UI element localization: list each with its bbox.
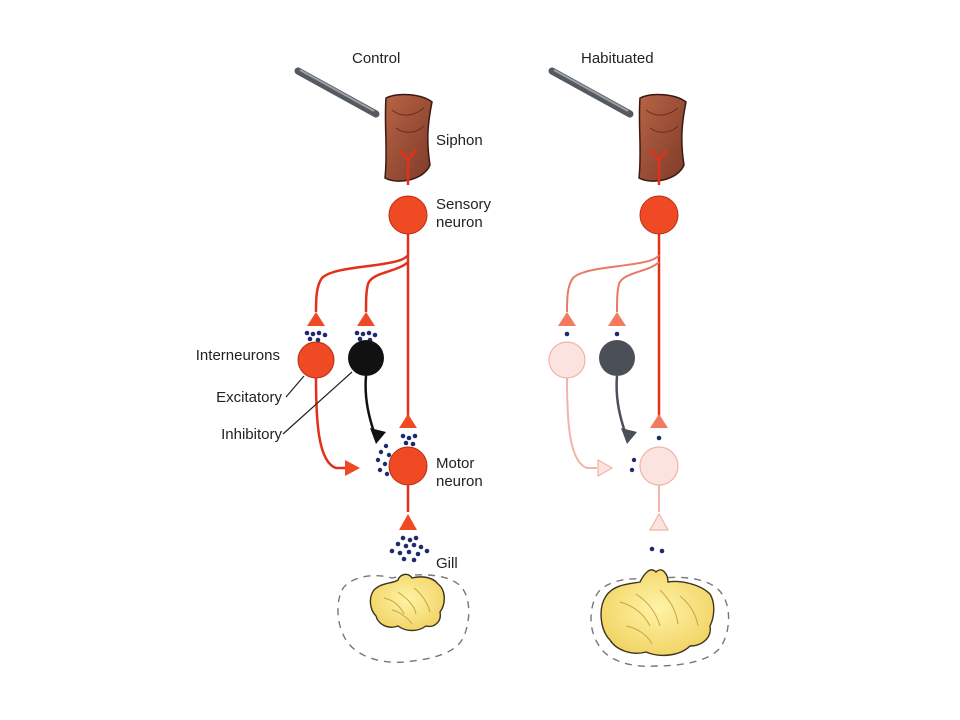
- label-leader-lines: [282, 371, 353, 435]
- control-inhibitory-interneuron: [348, 340, 384, 376]
- control-sensory-neuron: [388, 195, 428, 235]
- control-transmitter-dots-gill: [389, 535, 430, 563]
- habituated-probe: [548, 67, 634, 118]
- control-siphon: [384, 93, 433, 182]
- habituated-motor-neuron: [639, 446, 679, 486]
- control-probe: [294, 67, 380, 118]
- habituated-title: Habituated: [581, 50, 654, 67]
- control-panel: [294, 67, 470, 663]
- control-excitatory-interneuron: [297, 341, 335, 379]
- gill-label: Gill: [436, 555, 458, 572]
- interneurons-label: Interneurons: [195, 347, 280, 364]
- motor-neuron-label-line2: neuron: [436, 473, 483, 490]
- habituated-transmitter-dots-interneurons: [564, 331, 620, 337]
- habituated-sensory-neuron: [639, 195, 679, 235]
- sensory-neuron-label-line1: Sensory: [436, 196, 492, 213]
- motor-neuron-label: Motor neuron: [436, 455, 483, 491]
- inhibitory-label: Inhibitory: [221, 426, 282, 443]
- control-gill-outline: [337, 574, 470, 663]
- habituated-transmitter-dots-gill: [649, 546, 665, 554]
- control-transmitter-dots-motor: [375, 433, 418, 477]
- habituated-gill-outline: [590, 576, 730, 667]
- control-title: Control: [352, 50, 401, 67]
- siphon-label: Siphon: [436, 132, 483, 149]
- habituated-inhibitory-interneuron: [599, 340, 635, 376]
- habituated-gill: [600, 569, 715, 657]
- habituated-transmitter-dots-motor: [629, 435, 662, 473]
- excitatory-label: Excitatory: [216, 389, 282, 406]
- control-gill: [369, 573, 445, 632]
- sensory-neuron-label-line2: neuron: [436, 214, 483, 231]
- habituated-panel: [548, 67, 730, 667]
- control-motor-neuron: [388, 446, 428, 486]
- habituated-siphon: [638, 93, 687, 182]
- habituated-excitatory-interneuron: [548, 341, 586, 379]
- sensory-neuron-label: Sensory neuron: [436, 196, 491, 232]
- motor-neuron-label-line1: Motor: [436, 455, 475, 472]
- control-transmitter-dots-interneurons: [304, 330, 378, 343]
